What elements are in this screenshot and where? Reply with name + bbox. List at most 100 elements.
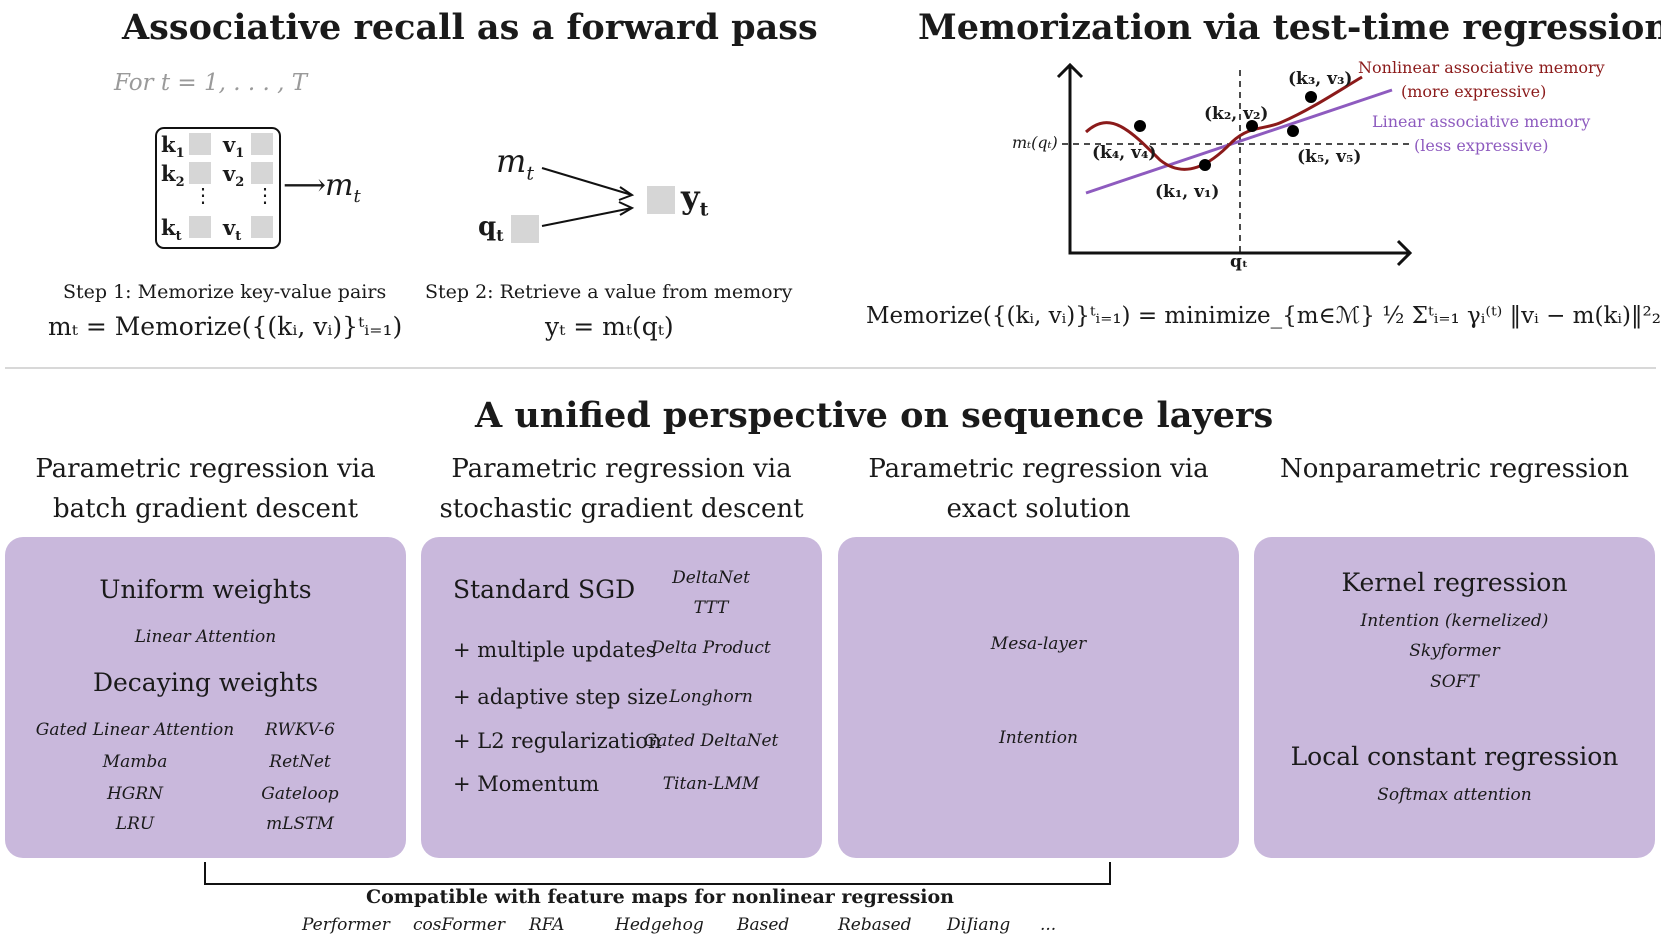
query-cell xyxy=(511,215,539,243)
retrieve-y: yt xyxy=(681,178,709,221)
fm-based: Based xyxy=(737,915,790,935)
key-cell-2 xyxy=(189,162,211,184)
method-skyformer: Skyformer xyxy=(1409,641,1500,661)
recall-title: Associative recall as a forward pass xyxy=(122,7,818,48)
fm-performer: Performer xyxy=(302,915,390,935)
memory-m: mt xyxy=(325,168,361,207)
method-hgrn: HGRN xyxy=(106,784,164,804)
linear-fit-line xyxy=(1085,88,1393,195)
plot-axes xyxy=(1068,65,1410,255)
box-exact: Mesa-layer Intention xyxy=(838,537,1239,858)
x-arrow-icon xyxy=(1396,239,1413,267)
key-2: k2 xyxy=(161,161,185,191)
memorize-equation: Memorize({(kᵢ, vᵢ)}ᵗᵢ₌₁) = minimize_{m∈ℳ… xyxy=(866,303,1661,329)
unified-title: A unified perspective on sequence layers xyxy=(475,395,1274,436)
value-2: v2 xyxy=(223,161,245,191)
retrieve-q: qt xyxy=(478,212,504,246)
memorization-title: Memorization via test-time regression xyxy=(918,7,1661,48)
method-intention: Intention xyxy=(999,728,1078,748)
nonlinear-label-1: Nonlinear associative memory xyxy=(1358,58,1605,77)
key-cell-1 xyxy=(189,133,211,155)
method-rwkv6: RWKV-6 xyxy=(265,720,335,740)
fm-ellipsis: ... xyxy=(1040,915,1057,935)
value-1: v1 xyxy=(223,132,245,162)
value-cell-1 xyxy=(251,133,273,155)
nonlinear-fit-curve xyxy=(1084,75,1363,171)
linear-label-1: Linear associative memory xyxy=(1372,112,1591,131)
method-deltanet: DeltaNet xyxy=(672,568,750,588)
step1-equation: mₜ = Memorize({(kᵢ, vᵢ)}ᵗᵢ₌₁) xyxy=(48,312,403,341)
point-k3 xyxy=(1305,91,1317,103)
decaying-weights-label: Decaying weights xyxy=(92,668,319,697)
memory-matrix: k1 v1 k2 v2 ⋮ ⋮ kt vt xyxy=(155,127,281,249)
value-cell-2 xyxy=(251,162,273,184)
fm-rfa: RFA xyxy=(529,915,565,935)
key-1: k1 xyxy=(161,132,185,162)
method-mamba: Mamba xyxy=(102,752,168,772)
point-k1 xyxy=(1199,159,1211,171)
method-gla: Gated Linear Attention xyxy=(35,720,235,740)
local-constant-label: Local constant regression xyxy=(1290,742,1619,771)
point-k5 xyxy=(1287,125,1299,137)
memorize-arrow-icon: ⟶ xyxy=(283,168,327,203)
kernel-regression-label: Kernel regression xyxy=(1341,568,1568,597)
y-arrow-icon xyxy=(1056,62,1084,79)
point-k4 xyxy=(1134,120,1146,132)
x-axis-label: qₜ xyxy=(1230,252,1249,272)
method-ttt: TTT xyxy=(693,598,729,618)
l2-regularization-label: + L2 regularization xyxy=(453,729,662,753)
regression-plot xyxy=(1056,62,1413,267)
box-nonparametric: Kernel regression Intention (kernelized)… xyxy=(1254,537,1655,858)
section-divider xyxy=(5,367,1656,369)
loop-label: For t = 1, . . . , T xyxy=(114,70,308,96)
point-label-k5: (k₅, v₅) xyxy=(1297,147,1362,167)
multiple-updates-label: + multiple updates xyxy=(453,638,657,662)
value-t: vt xyxy=(223,215,242,245)
nonlinear-label-2: (more expressive) xyxy=(1401,82,1547,101)
method-soft: SOFT xyxy=(1430,672,1479,692)
box-batch-gd: Uniform weights Linear Attention Decayin… xyxy=(5,537,406,858)
method-titan-lmm: Titan-LMM xyxy=(662,774,760,794)
method-gated-deltanet: Gated DeltaNet xyxy=(643,731,779,751)
feature-maps-caption: Compatible with feature maps for nonline… xyxy=(366,886,954,908)
method-lru: LRU xyxy=(115,814,155,834)
linear-label-2: (less expressive) xyxy=(1414,136,1549,155)
point-label-k4: (k₄, v₄) xyxy=(1092,143,1157,163)
value-cell-t xyxy=(251,216,273,238)
fm-dijiang: DiJiang xyxy=(947,915,1011,935)
step1-caption: Step 1: Memorize key-value pairs xyxy=(63,281,387,303)
fm-rebased: Rebased xyxy=(838,915,912,935)
method-delta-product: Delta Product xyxy=(651,638,771,658)
dots-left: ⋮ xyxy=(193,183,213,207)
retrieve-arrows-icon xyxy=(541,167,635,227)
method-mlstm: mLSTM xyxy=(266,814,334,834)
point-label-k1: (k₁, v₁) xyxy=(1155,182,1220,202)
method-mesa-layer: Mesa-layer xyxy=(990,634,1087,654)
momentum-label: + Momentum xyxy=(453,772,600,796)
column-header-nonparametric: Nonparametric regression xyxy=(1280,454,1629,484)
method-intention-kernelized: Intention (kernelized) xyxy=(1360,611,1549,631)
fm-hedgehog: Hedgehog xyxy=(615,915,704,935)
method-linear-attention: Linear Attention xyxy=(134,627,277,647)
key-cell-t xyxy=(189,216,211,238)
method-retnet: RetNet xyxy=(269,752,331,772)
method-gateloop: Gateloop xyxy=(261,784,339,804)
feature-maps-bracket xyxy=(204,862,1111,885)
dots-right: ⋮ xyxy=(255,183,275,207)
step2-caption: Step 2: Retrieve a value from memory xyxy=(425,281,793,303)
standard-sgd-label: Standard SGD xyxy=(453,575,636,604)
output-cell xyxy=(647,186,675,214)
retrieve-m: mt xyxy=(496,142,534,185)
point-k2 xyxy=(1246,120,1258,132)
method-softmax-attention: Softmax attention xyxy=(1377,785,1532,805)
uniform-weights-label: Uniform weights xyxy=(99,575,312,604)
y-axis-label: mₜ(qₜ) xyxy=(1012,133,1058,152)
key-t: kt xyxy=(161,215,182,245)
method-longhorn: Longhorn xyxy=(669,687,753,707)
fm-cosformer: cosFormer xyxy=(413,915,506,935)
point-label-k3: (k₃, v₃) xyxy=(1288,69,1353,89)
step2-equation: yₜ = mₜ(qₜ) xyxy=(545,312,674,341)
